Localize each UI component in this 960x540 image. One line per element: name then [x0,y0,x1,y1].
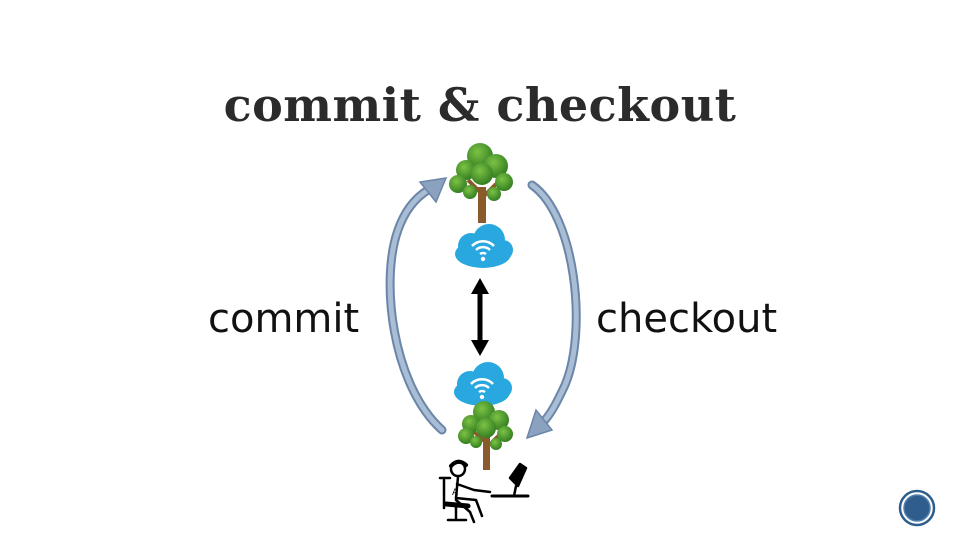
tree-icon [458,401,513,470]
slide-number-badge [898,489,936,527]
sync-double-arrow [471,278,489,356]
developer-at-computer-icon: A [438,459,530,524]
cloud-wifi-icon [455,224,513,268]
cloud-wifi-icon [454,362,512,406]
checkout-label: checkout [596,296,778,342]
commit-curved-arrow [385,177,448,435]
tree-icon [449,143,513,223]
checkout-curved-arrow [525,180,581,440]
svg-text:A: A [452,488,459,498]
slide-title: commit & checkout [223,78,737,132]
commit-label: commit [208,296,360,342]
